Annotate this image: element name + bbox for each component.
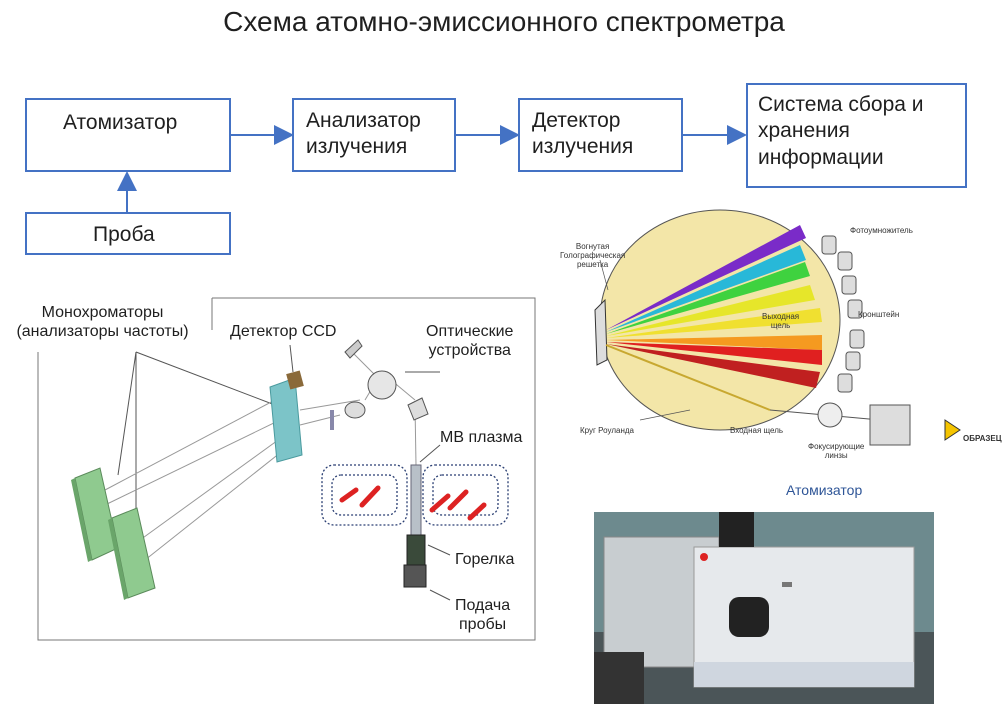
atomizer-caption: Атомизатор [786,482,863,498]
pmt-label: Фотоумножитель [850,226,913,235]
grating-shape [594,298,608,366]
lenses-label: Фокусирующие линзы [808,442,864,460]
analyzer-label-line1: Анализатор [306,109,421,132]
grating-label-line3: решетка [576,260,609,269]
grating-label: Вогнутая Голографическая решетка [560,242,625,269]
sample-label: Проба [93,223,155,246]
grating-label-line1: Вогнутая [575,242,610,251]
lenses-label-line2: линзы [824,451,848,460]
monochromators-label: Монохроматоры (анализаторы частоты) [5,303,200,341]
detector-label-line1: Детектор [532,109,621,132]
ccd-label: Детектор CCD [230,323,337,340]
storage-label-line1: Система сбора и [758,93,924,116]
feed-label-line1: Подача [455,597,511,614]
storage-label-line3: информации [758,145,884,169]
analyzer-box: Анализатор излучения [292,98,456,172]
torch-label: Горелка [455,551,515,568]
exit-slit-label: Выходная щель [762,312,799,330]
feed-label-line2: пробы [459,616,507,634]
analyzer-label-line2: излучения [306,135,408,159]
optics-label: Оптические устройства [426,322,513,360]
monochromator-plate-2 [108,507,156,600]
storage-label-line2: хранения [758,119,850,143]
atomizer-label: Атомизатор [63,111,178,134]
grating-label-line2: Голографическая [560,251,626,260]
bracket-label: Кронштейн [858,310,900,319]
exit-slit-label-line2: щель [770,321,791,330]
ccd-block [269,377,303,463]
feed-label: Подача пробы [455,596,510,634]
lenses-label-line1: Фокусирующие [808,442,865,451]
detector-label-line2: излучения [532,135,634,159]
sample-box: Проба [25,212,231,255]
monochromators-label-line1: Монохроматоры [41,304,164,321]
sample-tag-label: ОБРАЗЕЦ [963,434,1002,443]
detector-box: Детектор излучения [518,98,683,172]
plasma-label: МВ плазма [440,429,523,446]
page-title: Схема атомно-эмиссионного спектрометра [223,6,785,37]
monochromators-label-line2: (анализаторы частоты) [16,323,189,341]
atomizer-box: Атомизатор [25,98,231,172]
rowland-label: Круг Роуланда [580,426,634,435]
storage-box: Система сбора и хранения информации [746,83,967,188]
instrument-photo [594,512,934,704]
entry-slit-label: Входная щель [730,426,784,435]
optics-label-line1: Оптические [426,323,514,340]
optics-label-line2: устройства [428,342,511,360]
exit-slit-label-line1: Выходная [762,312,800,321]
